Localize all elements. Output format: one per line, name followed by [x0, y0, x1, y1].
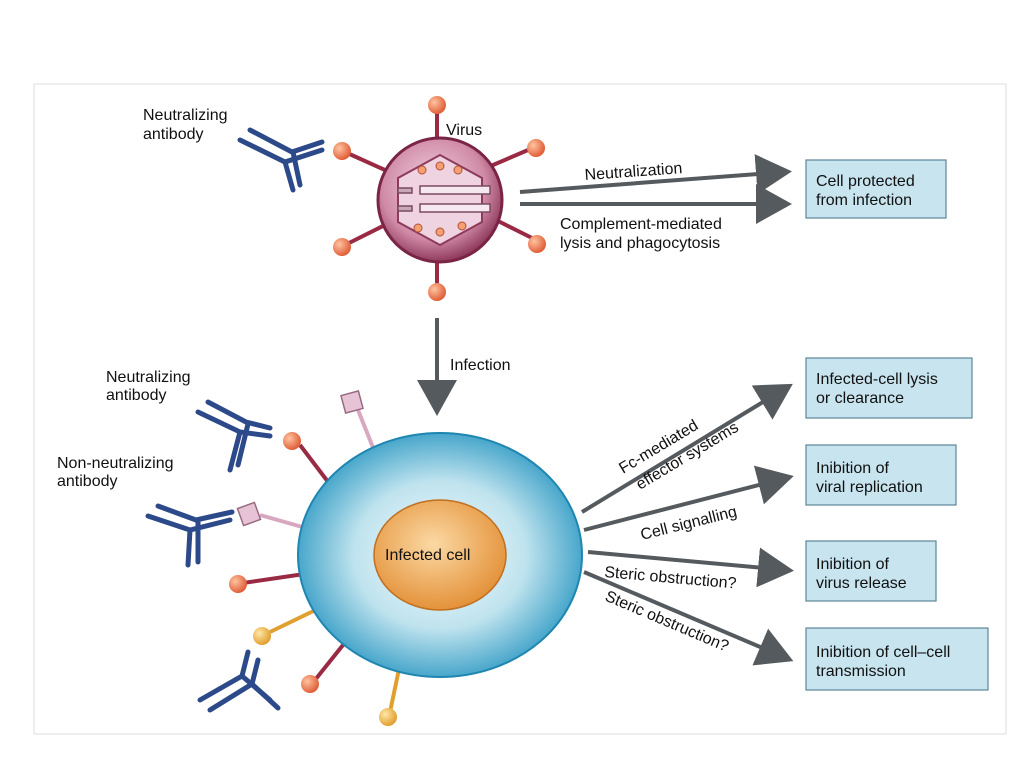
outcome-text: or clearance — [816, 390, 904, 407]
outcome-text: Inibition of — [816, 556, 889, 573]
virus — [333, 96, 546, 301]
outcome-box-cell-protected: Cell protected from infection — [805, 159, 947, 219]
outcome-text: from infection — [816, 192, 912, 209]
virus-spike-head — [527, 139, 545, 157]
outcome-box-inhibition-cell-cell-transmission: Inibition of cell–cell transmission — [805, 627, 989, 691]
outcome-text: virus release — [816, 575, 907, 592]
outcome-text: Cell protected — [816, 173, 915, 190]
virus-spike-head — [528, 235, 546, 253]
label-neutralizing-antibody-top-2: antibody — [143, 126, 204, 143]
infected-cell: Infected cell — [229, 390, 583, 726]
arrow-cell-signalling — [583, 465, 794, 532]
arrow-neutralization — [519, 154, 792, 195]
virus-spike-head — [428, 96, 446, 114]
antibody-icon — [197, 649, 281, 713]
receptor-head-square — [340, 390, 364, 414]
outcome-box-inhibition-virus-release: Inibition of virus release — [805, 540, 937, 602]
antibody-icon — [195, 399, 273, 473]
outcome-text: Inibition of — [816, 460, 889, 477]
outcome-text: Infected-cell lysis — [816, 371, 938, 388]
antibody-icon — [145, 503, 235, 568]
label-infected-cell: Infected cell — [385, 547, 470, 564]
cell-nucleus — [373, 499, 507, 611]
label-non-neutralizing-antibody-2: antibody — [57, 473, 118, 490]
virus-spike-head — [333, 142, 351, 160]
antibody-icon — [237, 127, 325, 193]
label-complement-2: lysis and phagocytosis — [560, 235, 720, 252]
virus-spike-head — [428, 283, 446, 301]
receptor-head — [229, 575, 247, 593]
receptor-head — [283, 432, 301, 450]
label-neutralizing-antibody-bottom-2: antibody — [106, 387, 167, 404]
label-infection: Infection — [450, 357, 510, 374]
receptor-head — [379, 708, 397, 726]
label-neutralizing-antibody-bottom-1: Neutralizing — [106, 369, 190, 386]
outcome-text: viral replication — [816, 479, 923, 496]
label-neutralizing-antibody-top-1: Neutralizing — [143, 107, 227, 124]
receptor-head — [301, 675, 319, 693]
label-non-neutralizing-antibody-1: Non-neutralizing — [57, 455, 174, 472]
virus-spike-head — [333, 238, 351, 256]
arrow-steric-1 — [587, 547, 794, 588]
arrow-fc-mediated — [580, 383, 793, 514]
label-neutralization: Neutralization — [584, 160, 683, 184]
label-virus: Virus — [446, 122, 482, 139]
receptor-head — [253, 627, 271, 645]
outcome-box-inhibition-viral-replication: Inibition of viral replication — [805, 444, 957, 506]
outcome-text: transmission — [816, 663, 906, 680]
arrow-steric-2 — [583, 570, 794, 666]
outcome-text: Inibition of cell–cell — [816, 644, 950, 661]
receptor-head-square — [236, 501, 262, 527]
outcome-box-infected-cell-lysis: Infected-cell lysis or clearance — [805, 357, 973, 419]
label-complement-1: Complement-mediated — [560, 216, 722, 233]
